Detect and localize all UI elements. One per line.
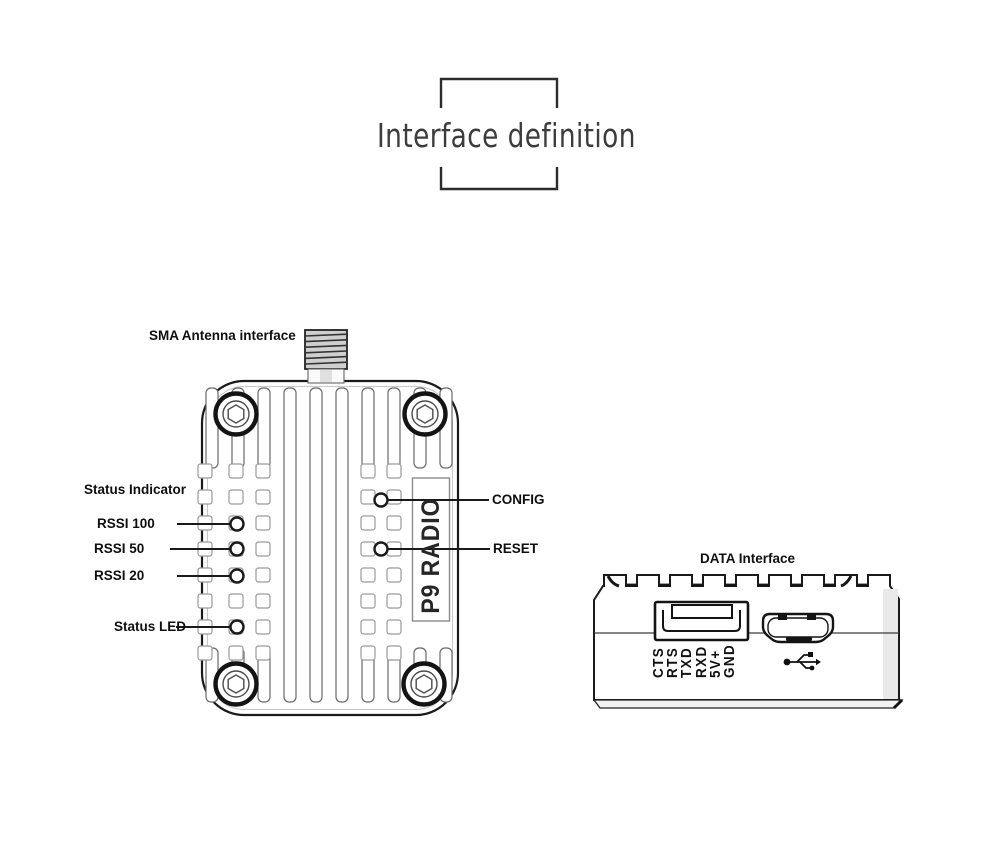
- pin-label-rxd: RXD: [693, 645, 710, 678]
- label-status-indicator: Status Indicator: [84, 482, 187, 497]
- button-circle: [373, 492, 389, 508]
- led-circle: [229, 568, 245, 584]
- micro-usb-port: [761, 612, 835, 644]
- label-reset: RESET: [493, 541, 539, 556]
- led-circle: [229, 619, 245, 635]
- label-status-led: Status LED: [114, 619, 187, 634]
- label-rssi-20: RSSI 20: [94, 568, 145, 583]
- sma-antenna-connector: [304, 329, 348, 384]
- label-sma-antenna-interface: SMA Antenna interface: [149, 328, 296, 343]
- usb-icon: [783, 652, 821, 671]
- pin-label-rts: RTS: [664, 646, 681, 678]
- pin-label-5v: 5V+: [707, 649, 724, 678]
- led-circle: [229, 516, 245, 532]
- side-device-drawing: [592, 574, 904, 710]
- corner-screw: [402, 391, 448, 437]
- pin-label-cts: CTS: [650, 646, 667, 678]
- button-circle: [373, 541, 389, 557]
- corner-screw: [213, 661, 259, 707]
- corner-screw: [401, 661, 447, 707]
- title-brackets: [439, 77, 559, 191]
- led-circle: [229, 541, 245, 557]
- label-rssi-100: RSSI 100: [97, 516, 155, 531]
- device-name: P9 RADIO: [417, 497, 445, 614]
- label-rssi-50: RSSI 50: [94, 541, 145, 556]
- pin-label-gnd: GND: [721, 643, 738, 678]
- serial-connector: [653, 600, 750, 642]
- corner-screw: [213, 391, 259, 437]
- label-config: CONFIG: [492, 492, 545, 507]
- page-title: Interface definition: [377, 116, 636, 155]
- indicator-leader-lines: [170, 492, 490, 635]
- pin-label-txd: TXD: [678, 646, 695, 678]
- label-data-interface: DATA Interface: [700, 551, 796, 566]
